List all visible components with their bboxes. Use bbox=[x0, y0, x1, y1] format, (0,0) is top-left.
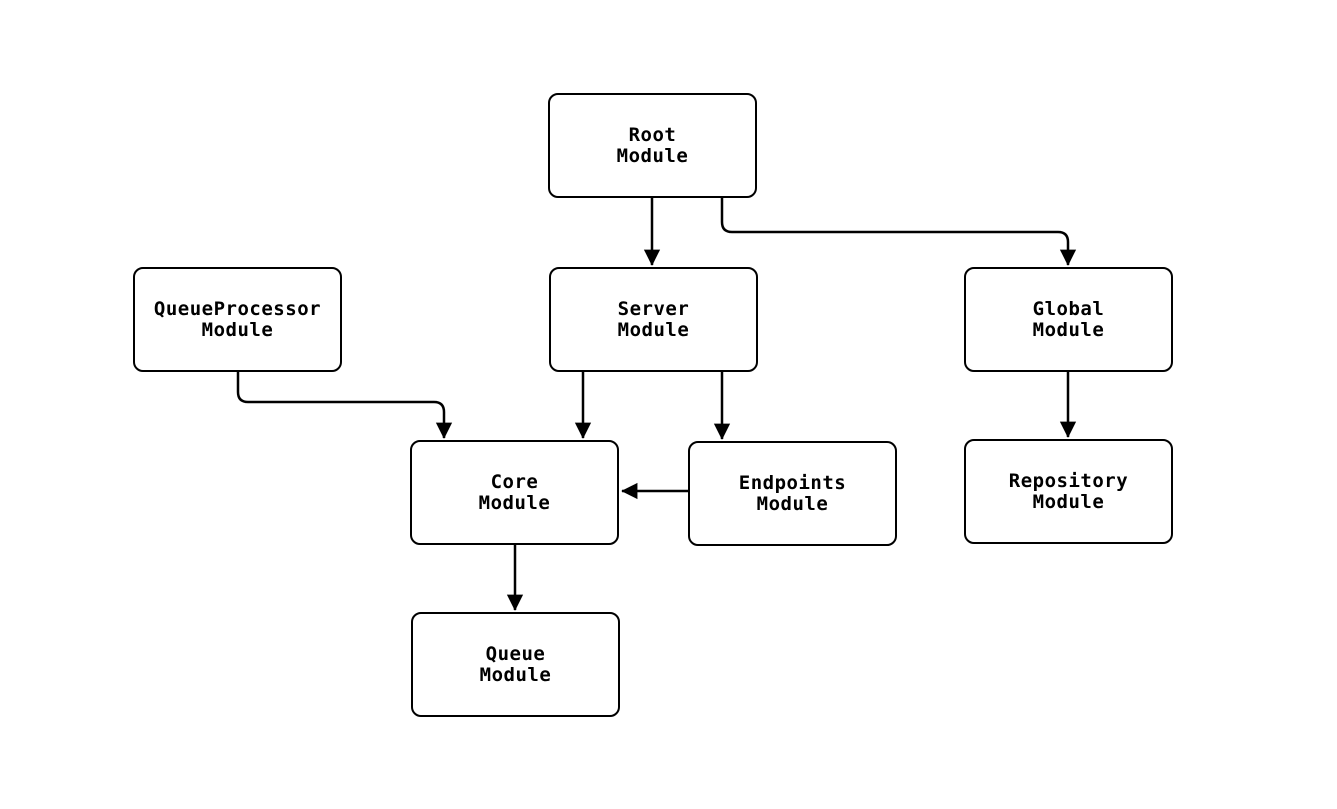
node-label: QueueProcessor Module bbox=[153, 297, 322, 341]
node-server-module: Server Module bbox=[549, 267, 758, 372]
edge-root-to-global bbox=[720, 198, 1077, 266]
node-label: Root Module bbox=[616, 123, 689, 167]
node-endpoints-module: Endpoints Module bbox=[688, 441, 897, 546]
node-label: Endpoints Module bbox=[738, 471, 847, 515]
node-queueprocessor-module: QueueProcessor Module bbox=[133, 267, 342, 372]
node-label: Queue Module bbox=[479, 642, 552, 686]
node-label: Server Module bbox=[617, 297, 690, 341]
node-root-module: Root Module bbox=[548, 93, 757, 198]
node-repository-module: Repository Module bbox=[964, 439, 1173, 544]
node-global-module: Global Module bbox=[964, 267, 1173, 372]
edges-group bbox=[236, 198, 1077, 611]
node-label: Core Module bbox=[478, 470, 551, 514]
edge-queueprocessor-to-core bbox=[236, 372, 453, 439]
node-label: Repository Module bbox=[1008, 469, 1129, 513]
node-core-module: Core Module bbox=[410, 440, 619, 545]
node-queue-module: Queue Module bbox=[411, 612, 620, 717]
node-label: Global Module bbox=[1032, 297, 1105, 341]
